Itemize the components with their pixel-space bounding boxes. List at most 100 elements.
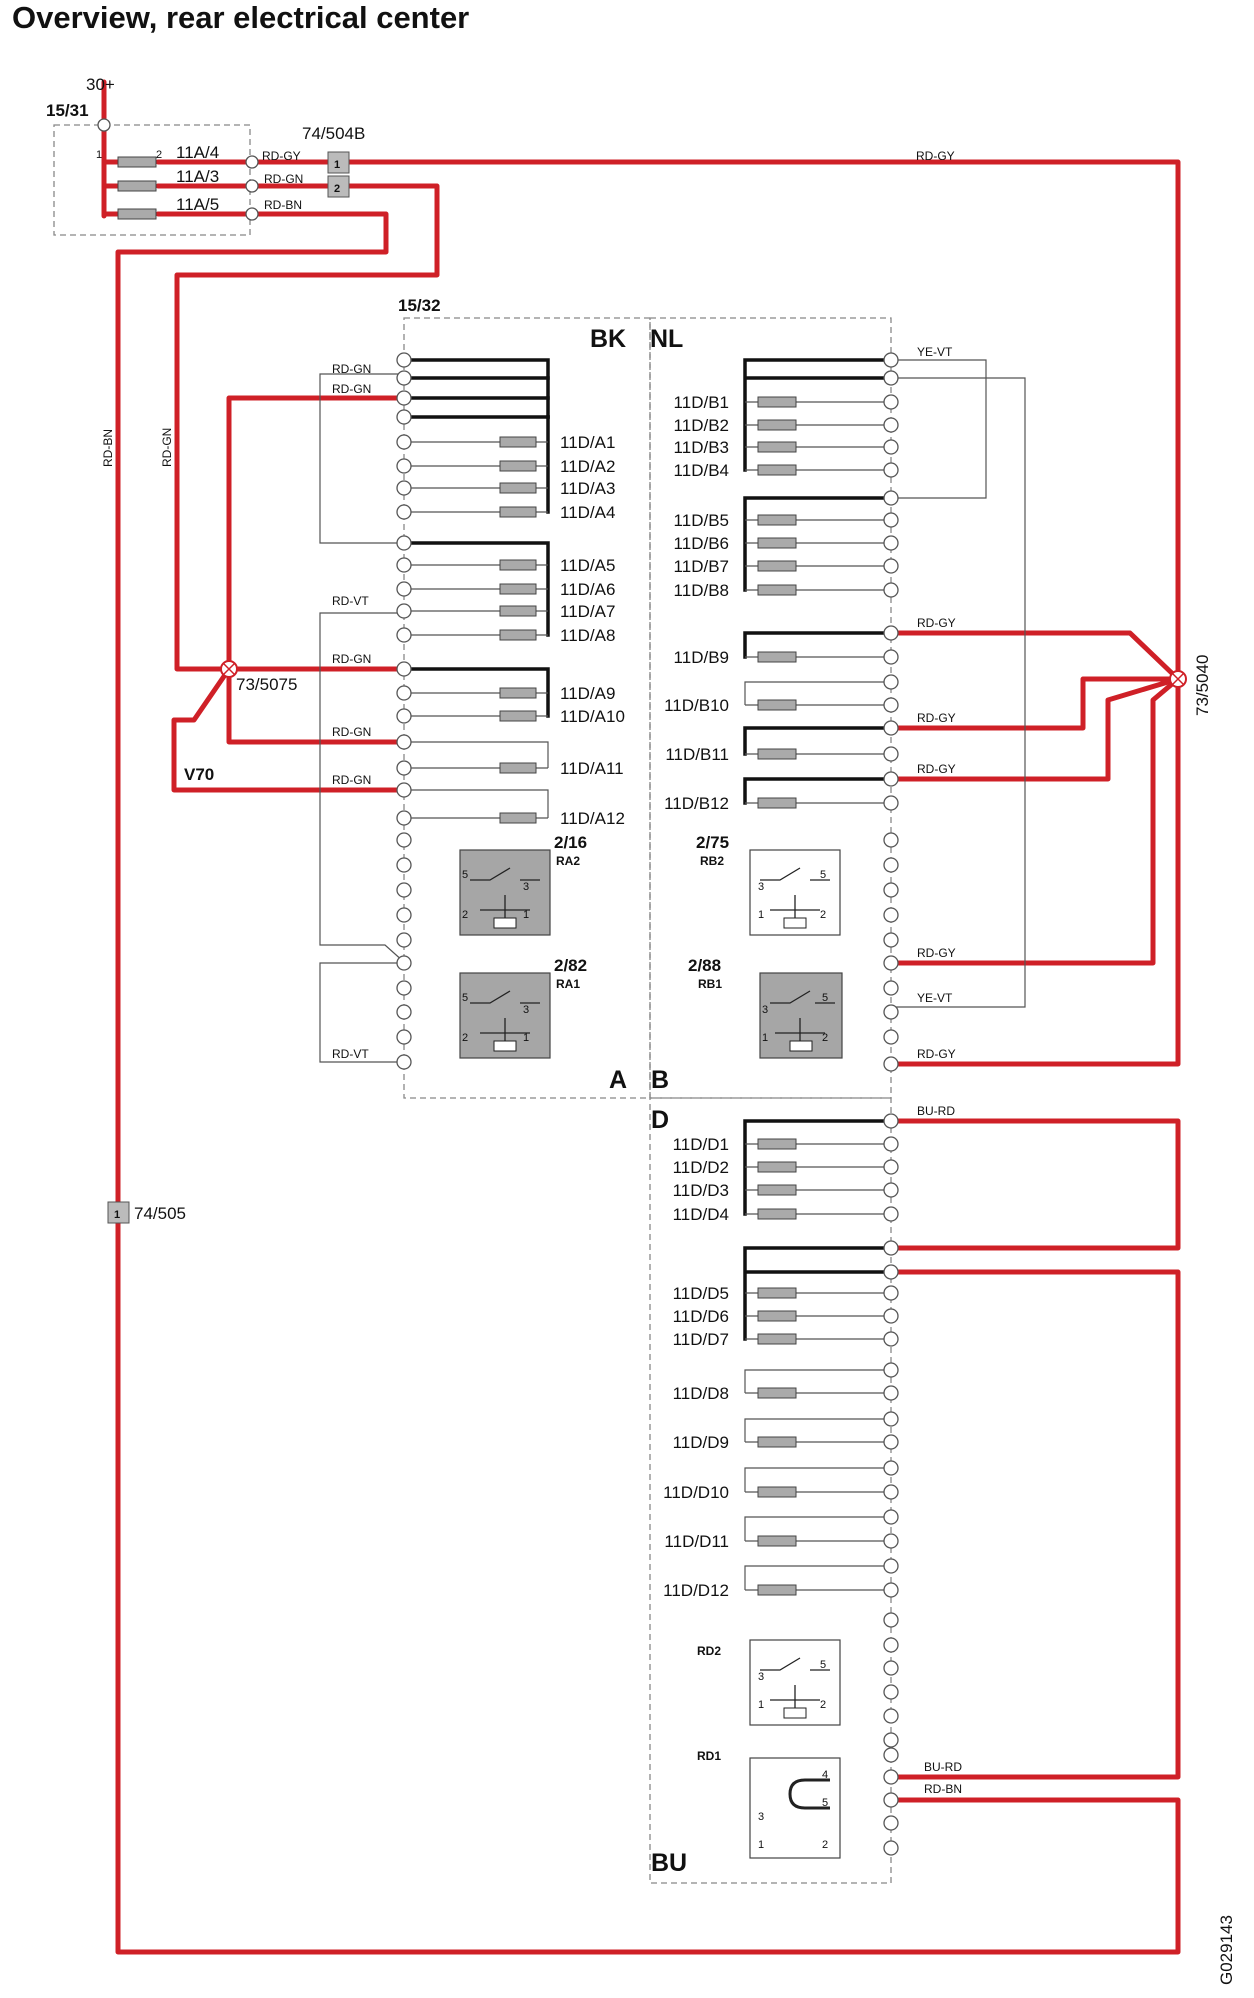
terminal-d xyxy=(883,1331,899,1347)
fuse-b-body xyxy=(757,514,797,526)
wire-label-rd-gn-a5: RD-GN xyxy=(332,773,371,787)
rd2-pin-2: 2 xyxy=(820,1699,826,1711)
wire-label-rd-gn-a4: RD-GN xyxy=(332,725,371,739)
terminal-b xyxy=(883,394,899,410)
terminal-a xyxy=(396,832,412,848)
fuse-a-label: 11D/A6 xyxy=(560,580,615,599)
fuse-d-label: 11D/D3 xyxy=(673,1181,729,1200)
fuse-b-body xyxy=(757,699,797,711)
terminal-d xyxy=(883,1582,899,1598)
fuse-a-label: 11D/A10 xyxy=(560,707,625,726)
terminal-b xyxy=(883,439,899,455)
terminal-a xyxy=(396,603,412,619)
terminal-a xyxy=(396,782,412,798)
connector-74-504b xyxy=(327,151,350,198)
fuse-b-body xyxy=(757,396,797,408)
relay-ra2-num: 2/16 xyxy=(554,833,587,852)
wire-d-loop xyxy=(744,1565,891,1590)
relay-rb1-name: RB1 xyxy=(698,977,722,991)
wire-label-ye-vt-b2: YE-VT xyxy=(917,991,953,1005)
terminal-d xyxy=(883,1411,899,1427)
fuse-b-label: 11D/B9 xyxy=(674,648,729,667)
terminal-d xyxy=(883,1792,899,1808)
relay-rb2-name: RB2 xyxy=(700,854,724,868)
fuse-d-body xyxy=(757,1184,797,1196)
fuse-b-label: 11D/B2 xyxy=(674,416,729,435)
terminal-d xyxy=(883,1509,899,1525)
rb1-pin-1: 1 xyxy=(762,1032,768,1044)
terminal-b xyxy=(883,720,899,736)
terminal-a xyxy=(396,810,412,826)
rd1-pin-2: 2 xyxy=(822,1839,828,1851)
fuse-a-body xyxy=(499,687,537,699)
fuse-b-body xyxy=(757,748,797,760)
fuse-b-body xyxy=(757,537,797,549)
terminal-a xyxy=(396,1029,412,1045)
terminal-b xyxy=(883,955,899,971)
fuse-11a4-label: 11A/4 xyxy=(176,143,219,162)
terminal-b xyxy=(883,771,899,787)
bus-a-g2 xyxy=(402,541,550,637)
ra2-pin-1: 1 xyxy=(523,909,529,921)
fuse-d-label: 11D/D11 xyxy=(664,1532,729,1551)
fuse-d-label: 11D/D9 xyxy=(673,1433,729,1452)
bus-a-top xyxy=(402,358,550,419)
rd2-pin-1: 1 xyxy=(758,1699,764,1711)
terminal-a xyxy=(396,627,412,643)
fuse-11a5-label: 11A/5 xyxy=(176,195,219,214)
node-15-31 xyxy=(97,118,111,132)
wire-label-rd-gn-a1: RD-GN xyxy=(332,362,371,376)
terminal-a xyxy=(396,504,412,520)
terminal-a xyxy=(396,535,412,551)
terminal-a xyxy=(396,1054,412,1070)
rd2-pin-5: 5 xyxy=(820,1659,826,1671)
terminal-d xyxy=(883,1385,899,1401)
fuse-b-label: 11D/B11 xyxy=(665,745,729,764)
fuse-d-label: 11D/D5 xyxy=(673,1284,729,1303)
terminal-b xyxy=(883,795,899,811)
wire-d-loop xyxy=(744,1516,891,1541)
fuse-d-body xyxy=(757,1138,797,1150)
relay-ra1 xyxy=(459,972,551,1059)
rb2-pin-3: 3 xyxy=(758,881,764,893)
terminal-b xyxy=(883,882,899,898)
connector-74-505-pin: 1 xyxy=(114,1209,120,1221)
connector-74-504b-label: 74/504B xyxy=(302,124,365,143)
terminal-b xyxy=(883,1056,899,1072)
terminal-d xyxy=(883,1660,899,1676)
terminal-d xyxy=(883,1747,899,1763)
terminal-d xyxy=(883,1460,899,1476)
rb2-pin-2: 2 xyxy=(820,909,826,921)
terminal-d xyxy=(883,1732,899,1748)
terminal-a xyxy=(396,734,412,750)
fuse-d-label: 11D/D10 xyxy=(663,1483,729,1502)
fuse-b-label: 11D/B6 xyxy=(674,534,729,553)
thin-wires xyxy=(319,359,1026,1063)
terminal-d xyxy=(883,1612,899,1628)
wire-label-rd-bn-d: RD-BN xyxy=(924,1782,962,1796)
rb2-pin-1: 1 xyxy=(758,909,764,921)
terminal-b xyxy=(883,907,899,923)
section-d: D xyxy=(651,1106,669,1134)
rd1-pin-3: 3 xyxy=(758,1811,764,1823)
wire-label-rd-gy-b1: RD-GY xyxy=(917,616,956,630)
fuse-d-body xyxy=(757,1161,797,1173)
fuse-a-body xyxy=(499,812,537,824)
terminal-d xyxy=(883,1240,899,1256)
fuse-a-body xyxy=(499,506,537,518)
ra1-pin-2: 2 xyxy=(462,1032,468,1044)
wire-label-rd-vt-a2: RD-VT xyxy=(332,1047,369,1061)
relay-ra1-name: RA1 xyxy=(556,977,580,991)
splice-left-label: 73/5075 xyxy=(236,675,297,694)
wire-label-rd-gy-b3: RD-GY xyxy=(917,762,956,776)
fuse-b-label: 11D/B7 xyxy=(674,557,729,576)
fuse-d-body xyxy=(757,1310,797,1322)
terminal-b xyxy=(883,857,899,873)
section-b: B xyxy=(651,1066,669,1094)
terminal-d xyxy=(883,1708,899,1724)
fuse-b-label: 11D/B3 xyxy=(674,438,729,457)
column-b: 11D/B111D/B211D/B311D/B411D/B511D/B611D/… xyxy=(664,352,899,1072)
splice-left-marker xyxy=(220,660,238,678)
relay-rb2 xyxy=(749,849,841,936)
fuse-b-label: 11D/B12 xyxy=(664,794,729,813)
